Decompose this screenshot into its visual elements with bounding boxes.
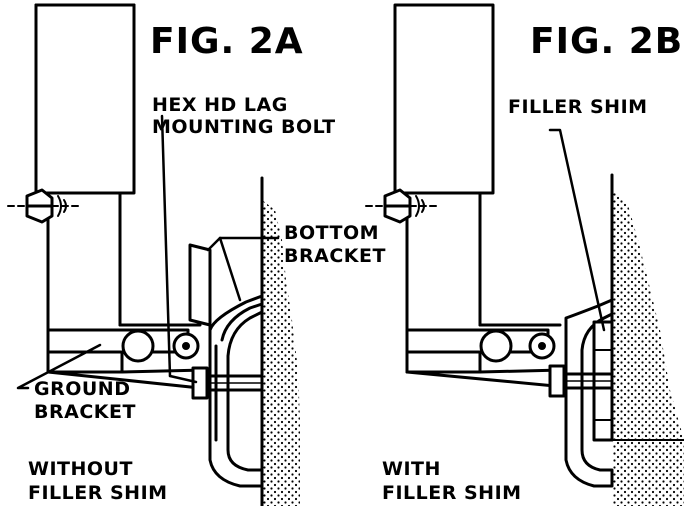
fig-2b-side-bolt bbox=[365, 188, 441, 224]
fig-2a-caption-line1: WITHOUT bbox=[28, 458, 133, 480]
fig-2b-leader-shim bbox=[548, 128, 606, 332]
fig-2a-pivot-left bbox=[121, 329, 155, 363]
fig-2b-label-shim: FILLER SHIM bbox=[508, 96, 648, 118]
fig-2a-label-bottom-line2: BRACKET bbox=[284, 245, 386, 267]
fig-2a-label-bolt-line1: HEX HD LAG bbox=[152, 94, 288, 116]
fig-2a-label-ground-line1: GROUND bbox=[34, 378, 131, 400]
fig-2b-lag-bolt bbox=[548, 364, 614, 398]
fig-2a-drawing bbox=[7, 3, 300, 506]
fig-2a-side-bolt bbox=[7, 188, 81, 224]
fig-2a-label-ground-line2: BRACKET bbox=[34, 401, 136, 423]
fig-2a-bottom-bracket bbox=[188, 243, 264, 488]
fig-2b-bottom-bracket bbox=[564, 298, 614, 488]
fig-2a-post-upper bbox=[34, 3, 136, 195]
fig-2a-label-bottom-line1: BOTTOM bbox=[284, 222, 380, 244]
fig-2a-ground bbox=[262, 200, 300, 506]
fig-2a-leader-ground bbox=[16, 343, 102, 390]
fig-2b-pivot-left bbox=[479, 329, 513, 363]
fig-2a-label-bolt-line2: MOUNTING BOLT bbox=[152, 116, 336, 138]
fig-2b-caption-line2: FILLER SHIM bbox=[382, 482, 522, 504]
fig-2a-caption-line2: FILLER SHIM bbox=[28, 482, 168, 504]
fig-2b-caption-line1: WITH bbox=[382, 458, 441, 480]
fig-2a-title: FIG. 2A bbox=[150, 21, 304, 62]
fig-2a-leader-bolt bbox=[160, 114, 172, 378]
fig-2a-lag-bolt bbox=[191, 366, 264, 400]
fig-2b-ground bbox=[612, 190, 684, 506]
fig-2b-drawing bbox=[365, 3, 684, 506]
fig-2b-post-upper bbox=[393, 3, 495, 195]
fig-2b-title: FIG. 2B bbox=[530, 21, 684, 62]
